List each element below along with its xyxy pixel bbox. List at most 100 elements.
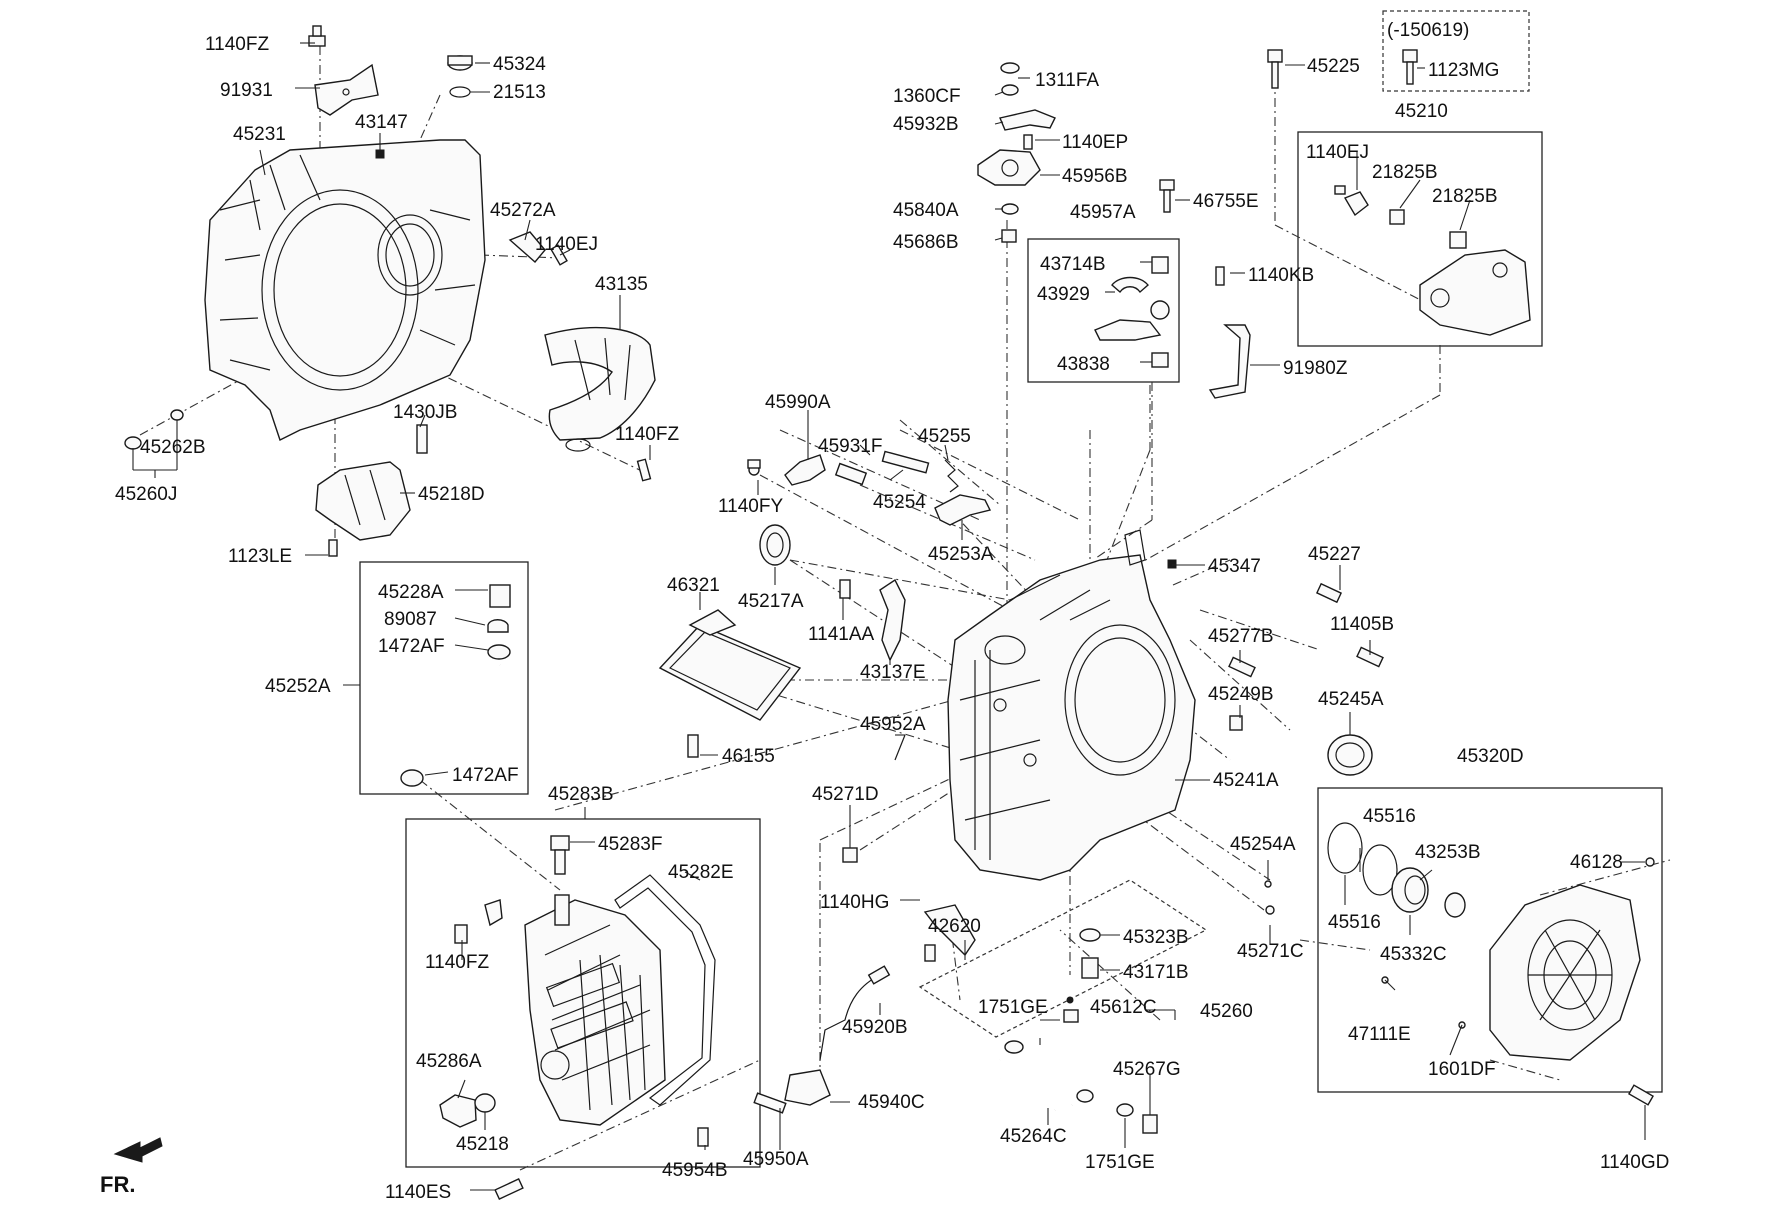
label-1751GE-lower: 1751GE bbox=[1085, 1152, 1155, 1173]
label-45217A: 45217A bbox=[738, 591, 804, 612]
label-45218D: 45218D bbox=[418, 484, 485, 505]
label-45950A: 45950A bbox=[743, 1149, 809, 1170]
label-45255: 45255 bbox=[918, 426, 971, 447]
shift-linkage-45990A bbox=[747, 450, 992, 526]
label-45271D: 45271D bbox=[812, 784, 879, 805]
front-direction-arrow-icon bbox=[113, 1137, 163, 1163]
transmission-case-45241A bbox=[947, 529, 1196, 881]
label-45940C: 45940C bbox=[858, 1092, 925, 1113]
label-1140ES: 1140ES bbox=[385, 1182, 451, 1203]
mount-bracket-45210 bbox=[1334, 185, 1531, 336]
label-45516-lower: 45516 bbox=[1328, 912, 1381, 933]
label-1140EJ: 1140EJ bbox=[535, 234, 598, 255]
label-45283B: 45283B bbox=[548, 784, 614, 805]
bolt-1123LE bbox=[328, 539, 338, 557]
label-45241A: 45241A bbox=[1213, 770, 1279, 791]
label-45932B: 45932B bbox=[893, 114, 959, 135]
label-1140EJ-mount: 1140EJ bbox=[1306, 142, 1369, 163]
label-1140FY: 1140FY bbox=[718, 496, 783, 517]
front-direction-label: FR. bbox=[100, 1172, 135, 1197]
detent-assembly-45956B bbox=[977, 62, 1175, 243]
label-1472AF-lower: 1472AF bbox=[452, 765, 519, 786]
label-45245A: 45245A bbox=[1318, 689, 1384, 710]
oil-cooler-pipes-45264C bbox=[999, 1040, 1158, 1134]
group-box-45957A bbox=[1027, 238, 1180, 383]
sensor-harness-45920B bbox=[697, 965, 891, 1147]
oil-seal-45217A bbox=[759, 524, 791, 566]
case-bolts-right bbox=[1167, 559, 1384, 915]
label-45272A: 45272A bbox=[490, 200, 556, 221]
label-45347: 45347 bbox=[1208, 556, 1261, 577]
oil-pan-45283B bbox=[524, 894, 666, 1126]
gasket-45282E bbox=[614, 874, 716, 1106]
plug-43171B bbox=[1063, 928, 1101, 1023]
label-45271C: 45271C bbox=[1237, 941, 1304, 962]
label-1472AF: 1472AF bbox=[378, 636, 445, 657]
label-47111E: 47111E bbox=[1348, 1024, 1411, 1045]
label-1140KB: 1140KB bbox=[1248, 265, 1314, 286]
label-45283F: 45283F bbox=[598, 834, 662, 855]
label-46155: 46155 bbox=[722, 746, 775, 767]
bolt-46155 bbox=[687, 734, 699, 758]
bolt-1140ES bbox=[494, 1178, 524, 1200]
label-1430JB: 1430JB bbox=[393, 402, 457, 423]
converter-housing-45231 bbox=[204, 139, 486, 441]
label-45320D: 45320D bbox=[1457, 746, 1524, 767]
label-45264C: 45264C bbox=[1000, 1126, 1067, 1147]
baffle-43137E bbox=[879, 578, 906, 662]
label-11405B: 11405B bbox=[1330, 614, 1394, 635]
group-box-45210 bbox=[1297, 131, 1543, 347]
label-45253A: 45253A bbox=[928, 544, 994, 565]
label-45231: 45231 bbox=[233, 124, 286, 145]
label-45612C: 45612C bbox=[1090, 997, 1157, 1018]
bolt-1141AA bbox=[839, 579, 851, 599]
label-46128: 46128 bbox=[1570, 852, 1623, 873]
manual-lever-group-45957A bbox=[1094, 256, 1170, 368]
bolt-1140FZ-top bbox=[308, 25, 326, 47]
label-46321: 46321 bbox=[667, 575, 720, 596]
pipe-group-dash-box bbox=[918, 879, 1208, 1038]
label-45957A: 45957A bbox=[1070, 202, 1136, 223]
bolt-1140FZ-guide bbox=[636, 458, 652, 482]
bolt-1123MG bbox=[1402, 49, 1418, 85]
label-45218: 45218 bbox=[456, 1134, 509, 1155]
cover-45218D bbox=[315, 461, 411, 541]
label-43929: 43929 bbox=[1037, 284, 1090, 305]
label-1123LE: 1123LE bbox=[228, 546, 292, 567]
bolt-45225 bbox=[1267, 49, 1283, 89]
label-45332C: 45332C bbox=[1380, 944, 1447, 965]
group-box-45283B bbox=[405, 818, 761, 1168]
group-box-45320D bbox=[1317, 787, 1663, 1093]
label-21825B-2: 21825B bbox=[1432, 186, 1498, 207]
label-45931F: 45931F bbox=[818, 436, 882, 457]
label-42620: 42620 bbox=[928, 916, 981, 937]
bolt-43147 bbox=[375, 149, 385, 159]
label-1140EP: 1140EP bbox=[1062, 132, 1128, 153]
bracket-45272A bbox=[508, 231, 546, 264]
label-45249B: 45249B bbox=[1208, 684, 1274, 705]
label-45260J: 45260J bbox=[115, 484, 177, 505]
sensor-45286A bbox=[439, 1093, 496, 1128]
label-45952A: 45952A bbox=[860, 714, 926, 735]
label-45277B: 45277B bbox=[1208, 626, 1274, 647]
label-45840A: 45840A bbox=[893, 200, 959, 221]
oil-seal-45245A bbox=[1327, 734, 1373, 776]
variant-note: (-150619) bbox=[1387, 20, 1469, 41]
label-45990A: 45990A bbox=[765, 392, 831, 413]
label-43135: 43135 bbox=[595, 274, 648, 295]
label-46755E: 46755E bbox=[1193, 191, 1259, 212]
label-1140FZ: 1140FZ bbox=[205, 34, 269, 55]
label-43147: 43147 bbox=[355, 112, 408, 133]
label-43253B: 43253B bbox=[1415, 842, 1481, 863]
label-43838: 43838 bbox=[1057, 354, 1110, 375]
label-43714B: 43714B bbox=[1040, 254, 1106, 275]
label-45260: 45260 bbox=[1200, 1001, 1253, 1022]
label-21825B: 21825B bbox=[1372, 162, 1438, 183]
plug-45283F bbox=[550, 835, 570, 875]
label-45254: 45254 bbox=[873, 492, 926, 513]
label-45254A: 45254A bbox=[1230, 834, 1296, 855]
label-45262B: 45262B bbox=[140, 437, 206, 458]
label-1140GD: 1140GD bbox=[1600, 1152, 1669, 1173]
label-1140FZ-pan: 1140FZ bbox=[425, 952, 489, 973]
bolt-1140GD bbox=[1628, 1084, 1654, 1106]
